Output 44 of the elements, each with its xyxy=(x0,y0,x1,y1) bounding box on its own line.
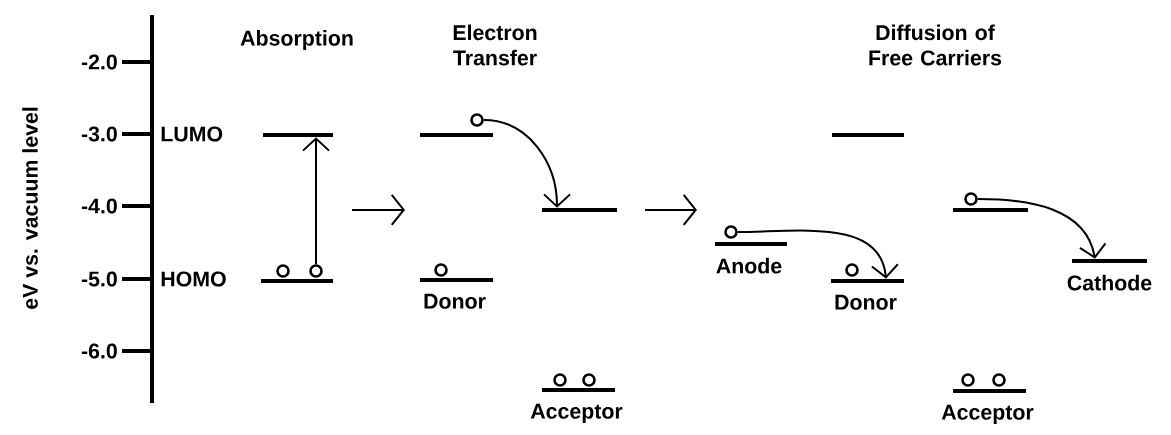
energy-level xyxy=(953,208,1028,212)
energy-level xyxy=(420,133,493,137)
electron-icon xyxy=(724,225,738,239)
level-label: Acceptor xyxy=(530,403,623,423)
panel-title: Diffusion of Free Carriers xyxy=(869,24,1002,66)
energy-level xyxy=(261,279,333,283)
level-label: Donor xyxy=(424,293,486,309)
energy-level xyxy=(420,278,493,282)
tick-label: -3.0 xyxy=(81,126,117,142)
arrow xyxy=(482,119,571,208)
tick-label: -5.0 xyxy=(81,271,117,287)
electron-icon xyxy=(309,264,323,278)
level-name: LUMO xyxy=(161,126,223,142)
energy-level xyxy=(542,388,615,392)
electron-icon xyxy=(964,192,978,206)
tick-label: -6.0 xyxy=(81,343,117,359)
electron-icon xyxy=(961,373,975,387)
energy-level xyxy=(1072,259,1147,263)
panel-title: Electron Transfer xyxy=(453,24,537,66)
level-label: Anode xyxy=(716,257,782,274)
level-label: Acceptor xyxy=(941,404,1034,424)
electron-icon xyxy=(582,373,596,387)
electron-icon xyxy=(553,373,567,387)
tick-label: -2.0 xyxy=(81,54,117,70)
arrow xyxy=(976,198,1107,259)
energy-level xyxy=(715,242,787,246)
energy-level xyxy=(542,208,617,212)
arrow xyxy=(302,137,330,266)
axis-title: eV vs. vacuum level xyxy=(22,107,38,309)
level-label: Cathode xyxy=(1067,274,1152,291)
electron-icon xyxy=(845,263,859,277)
energy-level xyxy=(831,279,904,283)
panel-title: Absorption xyxy=(240,30,353,50)
tick-label: -4.0 xyxy=(81,198,117,214)
energy-level xyxy=(263,133,333,137)
level-label: Donor xyxy=(835,294,897,310)
electron-icon xyxy=(276,264,290,278)
energy-level xyxy=(953,389,1026,393)
electron-icon xyxy=(470,113,484,127)
electron-icon xyxy=(992,373,1006,387)
level-name: HOMO xyxy=(161,271,226,287)
electron-icon xyxy=(434,263,448,277)
energy-level xyxy=(832,133,904,137)
arrow xyxy=(736,229,899,279)
